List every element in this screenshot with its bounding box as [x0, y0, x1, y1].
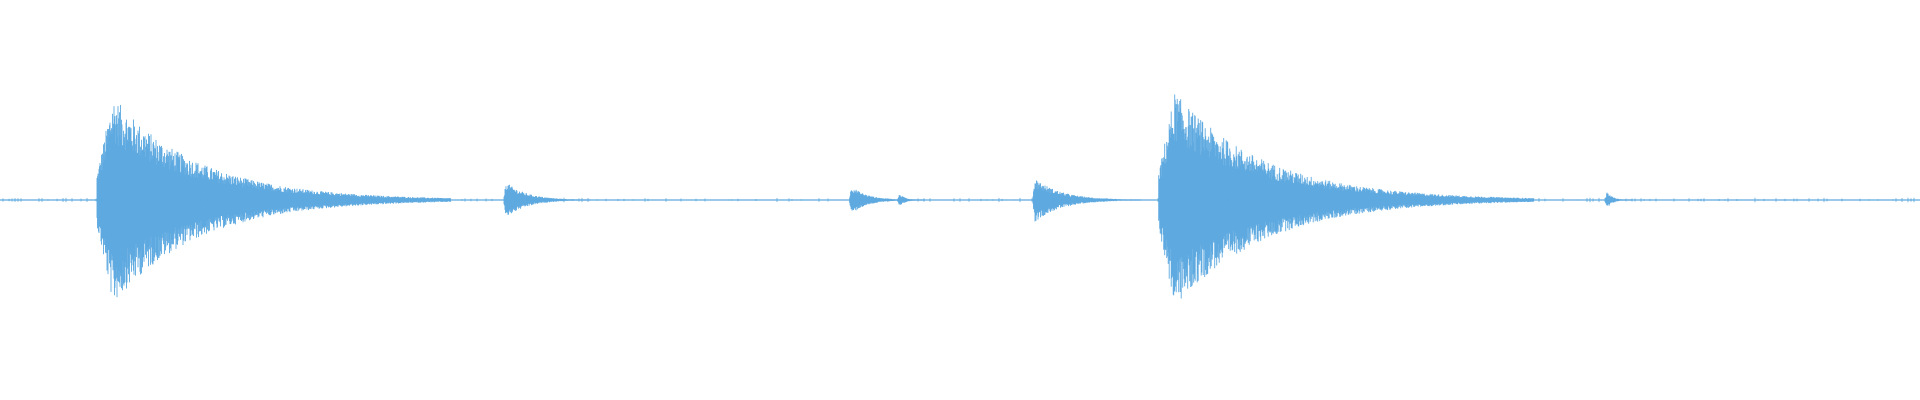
waveform-burst-1	[96, 105, 451, 298]
waveform-burst-4	[897, 195, 926, 205]
waveform-noise-floor	[2, 197, 1915, 203]
waveform-burst-1-shape	[96, 105, 451, 298]
waveform-bursts	[2, 94, 1915, 299]
waveform-burst-7-shape	[1604, 192, 1633, 206]
waveform-burst-2	[503, 184, 591, 215]
waveform-burst-6-shape	[1158, 94, 1535, 299]
waveform-burst-4-shape	[897, 195, 926, 205]
waveform-burst-6	[1158, 94, 1535, 299]
waveform-burst-5	[1032, 180, 1141, 222]
waveform-burst-2-shape	[503, 184, 591, 215]
waveform-burst-7	[1604, 192, 1633, 206]
waveform-burst-5-shape	[1032, 180, 1141, 222]
